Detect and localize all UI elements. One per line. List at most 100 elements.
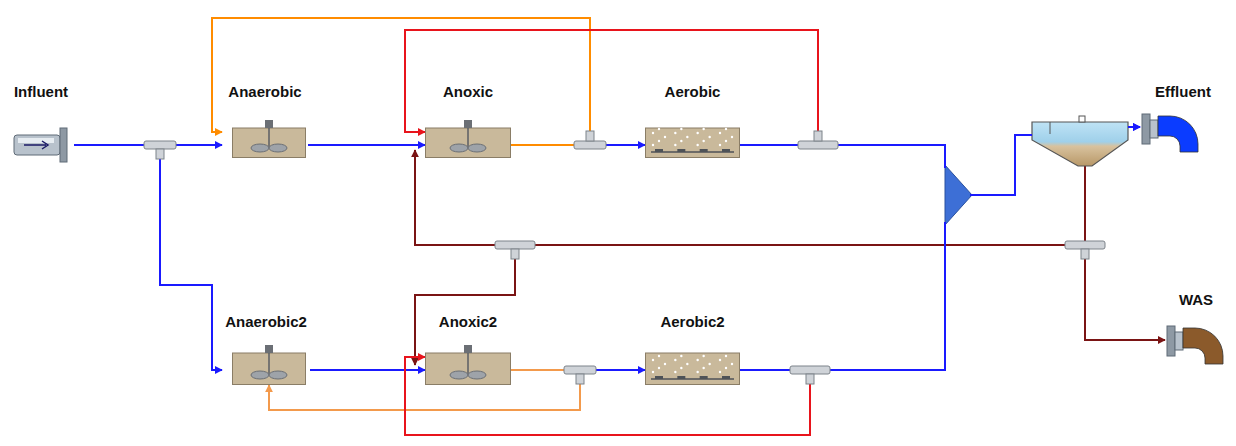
air-bubble bbox=[658, 128, 660, 130]
mixer-motor bbox=[464, 345, 472, 353]
mixer-blade bbox=[251, 371, 269, 379]
air-bubble bbox=[664, 136, 666, 138]
tank-body bbox=[233, 128, 306, 158]
tank-icon bbox=[425, 345, 511, 385]
mixer-shaft bbox=[467, 128, 469, 148]
process-unit: Anoxic2 bbox=[425, 312, 511, 385]
air-bubble bbox=[686, 136, 688, 138]
splitter-tee bbox=[495, 241, 535, 259]
process-unit: Effluent bbox=[1140, 82, 1226, 162]
diffuser bbox=[722, 149, 730, 152]
pipe-highlight bbox=[18, 138, 54, 143]
air-bubble bbox=[658, 140, 660, 142]
air-bubble bbox=[725, 128, 727, 130]
outlet-elbow bbox=[1183, 328, 1223, 364]
flow-arrow bbox=[24, 141, 48, 149]
mixer-symbol bbox=[945, 165, 972, 225]
mixer-motor bbox=[265, 345, 273, 353]
air-bubble bbox=[680, 355, 682, 357]
tank-body bbox=[426, 353, 511, 385]
process-unit: Aerobic2 bbox=[645, 312, 740, 385]
clarifier-symbol bbox=[1032, 122, 1128, 166]
splitter-tee bbox=[798, 131, 838, 149]
mixer-motor bbox=[265, 120, 273, 128]
diffuser-header bbox=[651, 151, 734, 153]
mixer-blade bbox=[468, 144, 486, 152]
air-bubble bbox=[725, 140, 727, 142]
pipe-icon bbox=[12, 126, 74, 160]
air-bubble bbox=[658, 367, 660, 369]
diffuser bbox=[700, 149, 708, 152]
diffuser bbox=[677, 149, 685, 152]
mixer-blade bbox=[269, 144, 287, 152]
flow-line bbox=[74, 145, 222, 370]
mixer-blade bbox=[450, 371, 468, 379]
air-bubble bbox=[708, 363, 710, 365]
air-bubble bbox=[731, 363, 733, 365]
air-bubble bbox=[674, 132, 676, 134]
air-bubble bbox=[652, 371, 654, 373]
tank-icon bbox=[232, 345, 306, 385]
pipe-flange bbox=[60, 128, 67, 162]
pipe-flange bbox=[1142, 114, 1150, 144]
recycle-line bbox=[212, 18, 590, 145]
pipe-stub bbox=[1175, 332, 1183, 350]
air-bubble bbox=[725, 355, 727, 357]
air-bubble bbox=[719, 371, 721, 373]
recycle-line bbox=[269, 370, 580, 410]
was-line bbox=[1085, 245, 1165, 340]
splitter-tee bbox=[1065, 241, 1105, 259]
air-bubble bbox=[680, 128, 682, 130]
flow-line bbox=[740, 127, 1140, 195]
air-bubble bbox=[680, 367, 682, 369]
mixer-blade bbox=[468, 371, 486, 379]
tank-icon bbox=[232, 120, 306, 158]
air-bubble bbox=[696, 144, 698, 146]
air-bubble bbox=[696, 132, 698, 134]
air-bubble bbox=[731, 136, 733, 138]
unit-label: Influent bbox=[8, 82, 74, 102]
unit-label: Anaerobic2 bbox=[222, 312, 310, 332]
diffuser bbox=[722, 376, 730, 379]
air-bubble bbox=[674, 144, 676, 146]
unit-label: Anoxic2 bbox=[425, 312, 511, 332]
ras-line bbox=[415, 150, 1085, 245]
pipe-icon bbox=[1140, 110, 1220, 162]
clarifier-drive bbox=[1079, 116, 1085, 122]
unit-label: Anoxic bbox=[425, 82, 511, 102]
tank-icon bbox=[645, 120, 740, 158]
air-bubble bbox=[674, 359, 676, 361]
recycle-line bbox=[405, 30, 818, 145]
tank-icon bbox=[645, 345, 740, 385]
outlet-elbow bbox=[1158, 116, 1198, 152]
mixer-shaft bbox=[268, 128, 270, 148]
air-bubble bbox=[702, 355, 704, 357]
diffuser bbox=[700, 376, 708, 379]
air-bubble bbox=[702, 140, 704, 142]
tank-body bbox=[426, 128, 511, 158]
tank-body bbox=[646, 128, 740, 158]
mixer-motor bbox=[464, 120, 472, 128]
process-unit: Anaerobic2 bbox=[222, 312, 310, 385]
flow-line bbox=[308, 144, 425, 146]
air-bubble bbox=[725, 367, 727, 369]
unit-label: WAS bbox=[1165, 290, 1227, 310]
air-bubble bbox=[702, 367, 704, 369]
mixer-blade bbox=[450, 144, 468, 152]
inlet-pipe bbox=[14, 135, 60, 155]
splitter-tee bbox=[574, 131, 606, 149]
diffuser bbox=[677, 376, 685, 379]
mixer-shaft bbox=[467, 353, 469, 375]
process-unit: Aerobic bbox=[645, 82, 740, 158]
air-bubble bbox=[708, 136, 710, 138]
air-bubble bbox=[696, 371, 698, 373]
splitter-tee bbox=[790, 366, 830, 384]
pipe-icon bbox=[1165, 312, 1227, 366]
air-bubble bbox=[719, 359, 721, 361]
tank-body bbox=[233, 353, 306, 385]
tank-body bbox=[646, 353, 740, 385]
unit-label: Aerobic bbox=[645, 82, 740, 102]
clarifier-baffle bbox=[1050, 122, 1051, 134]
